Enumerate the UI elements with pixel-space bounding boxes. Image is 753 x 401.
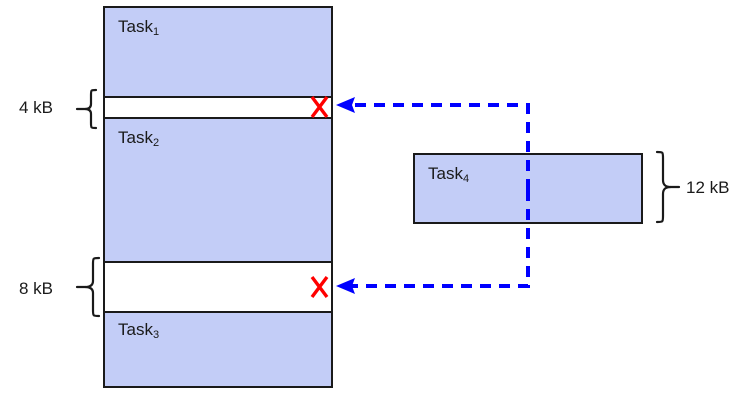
free-slot-8kb-size-label: 8 kB [19, 279, 54, 298]
memory-block-task3 [103, 311, 333, 388]
memory-block-task1 [103, 6, 333, 98]
task4-subscript: 4 [462, 173, 470, 185]
task1-subscript: 1 [152, 26, 160, 38]
incoming-task4-label: Task4 [428, 164, 470, 185]
task3-subscript: 3 [152, 329, 160, 341]
brace-8kb-icon [75, 256, 101, 318]
brace-12kb-icon [655, 150, 681, 224]
free-slot-4kb-size-label: 4 kB [19, 98, 54, 117]
memory-block-task3-label: Task3 [118, 320, 160, 341]
incoming-task4-size-label: 12 kB [686, 178, 730, 197]
reject-x-icon-8kb [310, 275, 329, 299]
memory-block-task2 [103, 117, 333, 263]
task2-subscript: 2 [152, 137, 160, 149]
reject-x-icon-4kb [310, 95, 329, 119]
memory-free-gap-8kb [103, 261, 333, 313]
memory-block-task1-label: Task1 [118, 17, 160, 38]
brace-4kb-icon [75, 88, 98, 130]
memory-block-task2-label: Task2 [118, 128, 160, 149]
memory-free-gap-4kb [103, 96, 333, 119]
